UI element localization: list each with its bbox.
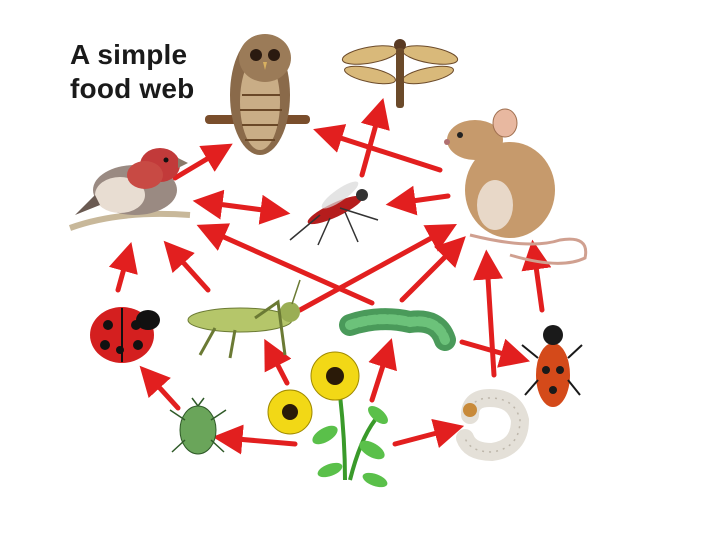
sunflower-bloom-1 bbox=[311, 352, 359, 400]
arrow-mouse-to-owl bbox=[325, 133, 440, 170]
finch-icon bbox=[70, 148, 190, 228]
grub-icon bbox=[463, 398, 520, 452]
arrow-plant-to-grub bbox=[395, 429, 452, 444]
sunflower-bloom-2 bbox=[268, 390, 312, 434]
arrow-mouse-to-dragonfly bbox=[362, 110, 380, 175]
arrow-ladybug-to-finch bbox=[118, 254, 128, 290]
ladybug-icon bbox=[90, 307, 160, 363]
flower-icon bbox=[268, 352, 391, 490]
mouse-icon bbox=[444, 109, 586, 263]
owl-icon bbox=[205, 34, 310, 155]
grasshopper-icon bbox=[188, 280, 300, 358]
arrow-grasshopper-to-finch bbox=[172, 250, 208, 290]
arrow-finch-mosquito-double bbox=[210, 203, 278, 212]
arrow-plant-to-caterpillar bbox=[372, 350, 388, 400]
arrow-caterpillar-to-finch bbox=[208, 230, 372, 303]
arrow-plant-to-aphid bbox=[225, 438, 295, 444]
caterpillar-icon bbox=[350, 319, 445, 340]
beetle-icon bbox=[522, 325, 582, 407]
arrow-caterpillar-to-mouse bbox=[402, 245, 457, 300]
dragonfly-icon bbox=[341, 39, 459, 108]
arrow-grasshopper-to-mouse bbox=[300, 230, 446, 310]
arrow-grub-to-mouse bbox=[487, 262, 494, 375]
arrow-aphid-to-ladybug bbox=[148, 375, 178, 408]
arrow-mouse-to-mosquito bbox=[398, 196, 448, 203]
mosquito-icon bbox=[290, 177, 378, 245]
